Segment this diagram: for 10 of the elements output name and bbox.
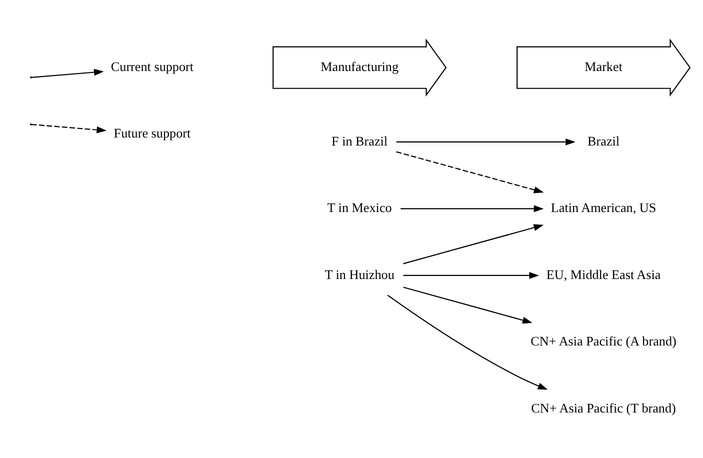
legend-label: Current support xyxy=(110,58,194,74)
legend-label: Future support xyxy=(114,125,191,140)
node-text: EU, Middle East Asia xyxy=(546,266,661,282)
node-text: CN+ Asia Pacific (A brand) xyxy=(530,333,676,348)
node-text: CN+ Asia Pacific (T brand) xyxy=(531,400,676,415)
node-text: Latin American, US xyxy=(550,200,656,215)
node-text: T in Mexico xyxy=(327,200,392,215)
node-text: Brazil xyxy=(588,132,620,148)
node-text: T in Huizhou xyxy=(324,266,394,282)
node-text: F in Brazil xyxy=(332,132,388,148)
